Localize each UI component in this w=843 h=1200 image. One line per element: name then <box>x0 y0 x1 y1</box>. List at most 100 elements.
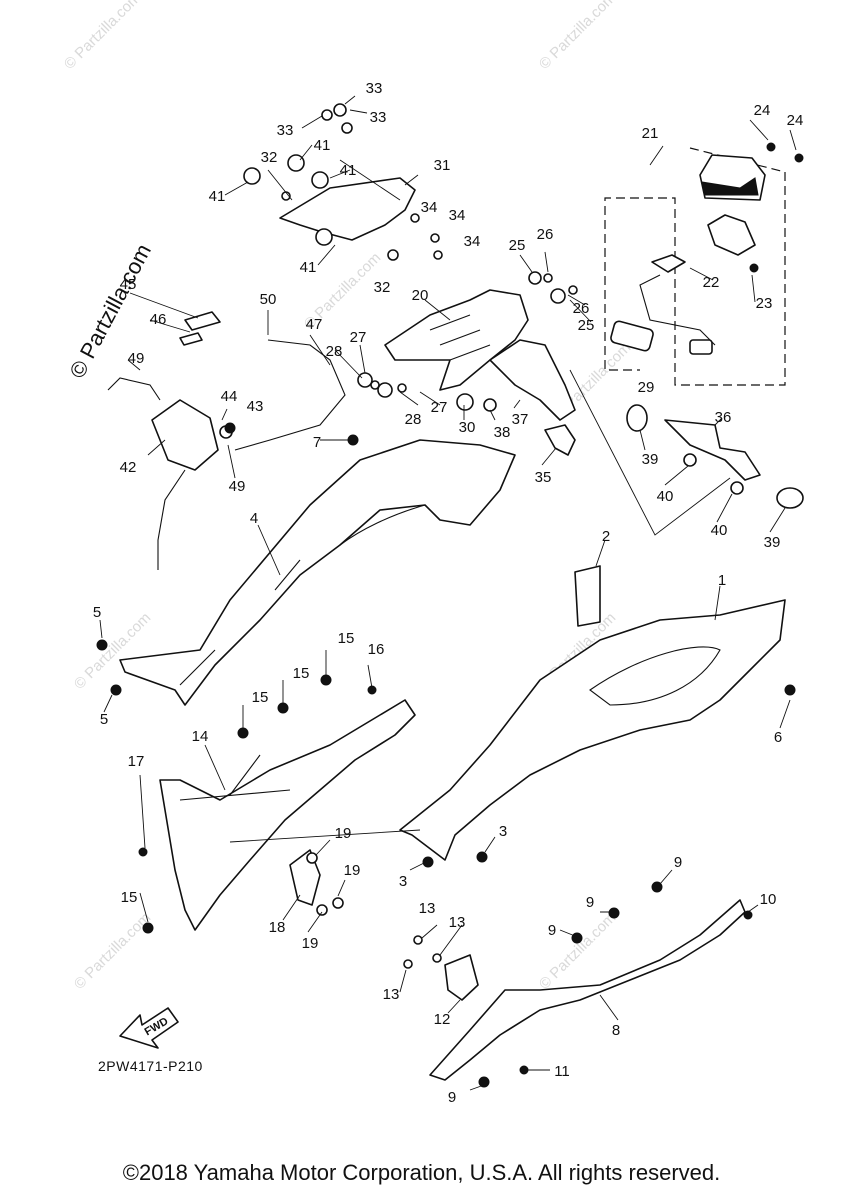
callout-44: 44 <box>221 388 238 405</box>
screw-head <box>794 153 804 163</box>
callout-39: 39 <box>764 534 781 551</box>
lower-cover-edge <box>179 754 291 801</box>
reflector <box>626 404 648 432</box>
assembly-21-box <box>604 147 786 386</box>
nut <box>311 171 329 189</box>
washer <box>306 852 318 864</box>
leader-line <box>409 836 673 937</box>
callout-36: 36 <box>715 409 732 426</box>
nut <box>730 481 744 495</box>
side-cover-stripe <box>589 646 721 706</box>
callout-46: 46 <box>150 311 167 328</box>
screw-head <box>766 142 776 152</box>
leader-line <box>399 904 759 1091</box>
fender-ribs <box>429 314 491 361</box>
callout-49: 49 <box>128 350 145 367</box>
leader-line <box>127 292 331 479</box>
callout-41: 41 <box>209 188 226 205</box>
lower-cover-left <box>159 699 416 931</box>
washer <box>430 233 440 243</box>
leader-line <box>334 299 557 466</box>
screw-head <box>519 1065 529 1075</box>
rear-fender <box>384 289 529 391</box>
bracket-31 <box>243 103 443 261</box>
callout-47: 47 <box>306 316 323 333</box>
callout-38: 38 <box>494 424 511 441</box>
callout-33: 33 <box>370 109 387 126</box>
taillight-connector <box>689 339 713 355</box>
nut <box>287 154 305 172</box>
washer <box>321 109 333 121</box>
leader-line <box>224 95 419 266</box>
washer <box>333 103 347 117</box>
callout-43: 43 <box>247 398 264 415</box>
leader-lines <box>99 95 797 1091</box>
grommet <box>456 393 474 411</box>
callout-34: 34 <box>464 233 481 250</box>
watermark-text: © Partzilla.com <box>536 0 619 73</box>
leader-line <box>320 417 786 533</box>
callout-6: 6 <box>774 729 782 746</box>
washer <box>370 380 380 390</box>
callout-9: 9 <box>674 854 682 871</box>
callout-1: 1 <box>718 572 726 589</box>
screw-head <box>784 684 796 696</box>
seat-lock <box>151 399 219 471</box>
washer <box>413 935 423 945</box>
callout-5: 5 <box>100 711 108 728</box>
leader-line <box>519 119 797 323</box>
watermark-text: © Partzilla.com <box>71 909 154 992</box>
callout-13: 13 <box>449 914 466 931</box>
washer <box>332 897 344 909</box>
callout-9: 9 <box>586 894 594 911</box>
callout-28: 28 <box>326 343 343 360</box>
callout-24: 24 <box>787 112 804 129</box>
washer <box>397 383 407 393</box>
bracket-35 <box>544 424 576 456</box>
callout-35: 35 <box>535 469 552 486</box>
screw-head <box>743 910 753 920</box>
grommet <box>550 288 566 304</box>
callout-3: 3 <box>399 873 407 890</box>
seat-lock-cable <box>234 339 346 451</box>
diagram-code: 2PW4171-P210 <box>98 1058 203 1074</box>
screw-head <box>608 907 620 919</box>
washer <box>432 953 442 963</box>
callout-12: 12 <box>434 1011 451 1028</box>
callout-45: 45 <box>120 276 137 293</box>
callout-7: 7 <box>313 434 321 451</box>
callout-26: 26 <box>537 226 554 243</box>
callout-29: 29 <box>638 379 655 396</box>
screw-head <box>749 263 759 273</box>
callout-27: 27 <box>350 329 367 346</box>
side-cover-ribs <box>179 504 426 686</box>
washer <box>341 122 353 134</box>
callout-28: 28 <box>405 411 422 428</box>
callout-9: 9 <box>548 922 556 939</box>
washer <box>433 250 443 260</box>
lock-cover <box>184 311 221 331</box>
screw-head <box>96 639 108 651</box>
callout-15: 15 <box>293 665 310 682</box>
bolt-head <box>387 249 399 261</box>
callout-23: 23 <box>756 295 773 312</box>
callout-31: 31 <box>434 157 451 174</box>
callout-41: 41 <box>300 259 317 276</box>
fasteners <box>96 142 804 1088</box>
callout-17: 17 <box>128 753 145 770</box>
callout-14: 14 <box>192 728 209 745</box>
callout-4: 4 <box>250 510 258 527</box>
callout-15: 15 <box>121 889 138 906</box>
callout-41: 41 <box>340 162 357 179</box>
washer <box>316 904 328 916</box>
callout-41: 41 <box>314 137 331 154</box>
callout-26: 26 <box>573 300 590 317</box>
callout-13: 13 <box>419 900 436 917</box>
copyright-notice: ©2018 Yamaha Motor Corporation, U.S.A. A… <box>122 1160 721 1185</box>
screw-head <box>571 932 583 944</box>
nut <box>243 167 261 185</box>
washer <box>568 285 578 295</box>
screw-head <box>237 727 249 739</box>
grommet <box>357 372 373 388</box>
